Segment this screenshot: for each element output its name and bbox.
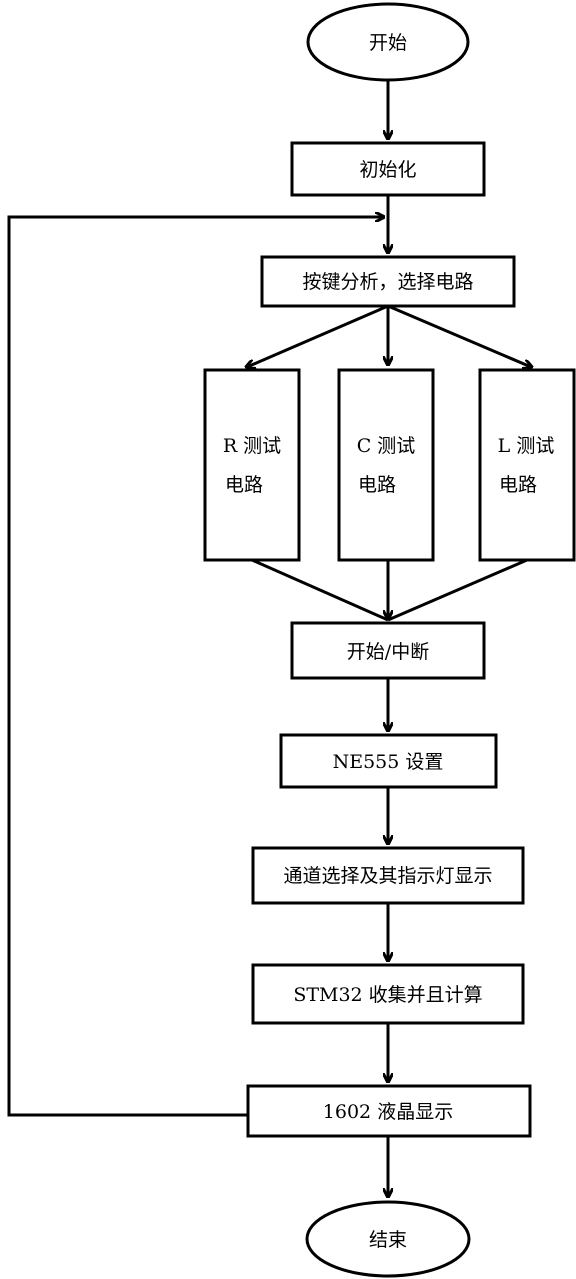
stm32-collect-label: STM32 收集并且计算 [293, 984, 482, 1006]
start-interrupt-process [290, 621, 486, 680]
merge-line-r [251, 558, 389, 622]
start-label: 开始 [369, 32, 407, 54]
end-label: 结束 [369, 1229, 407, 1251]
end-terminal [305, 1200, 471, 1278]
start-interrupt-label: 开始/中断 [347, 641, 429, 663]
l-test-process [478, 368, 576, 562]
r-test-process [203, 368, 301, 562]
ne555-setup-label: NE555 设置 [333, 751, 444, 773]
key-analysis-label: 按键分析，选择电路 [302, 271, 473, 293]
c-test-label-line2: 电路 [358, 474, 396, 496]
stm32-collect-process [251, 963, 525, 1025]
l-test-label-line2: 电路 [499, 474, 537, 496]
channel-select-process [251, 846, 525, 905]
c-test-label-line1: C 测试 [357, 435, 416, 457]
init-process [290, 141, 486, 197]
lcd-display-label: 1602 液晶显示 [323, 1101, 453, 1123]
r-test-label-line2: 电路 [225, 474, 263, 496]
arrow-to-r-test [247, 304, 389, 367]
lcd-display-process [246, 1084, 532, 1138]
c-test-process [337, 368, 435, 562]
arrow-to-l-test [387, 304, 531, 367]
l-test-label-line1: L 测试 [498, 435, 555, 457]
key-analysis-process [260, 255, 516, 308]
init-label: 初始化 [359, 159, 416, 181]
r-test-label-line1: R 测试 [223, 435, 281, 457]
loop-back-arrow [7, 217, 383, 1117]
merge-line-l [387, 558, 528, 622]
channel-select-label: 通道选择及其指示灯显示 [283, 865, 492, 887]
